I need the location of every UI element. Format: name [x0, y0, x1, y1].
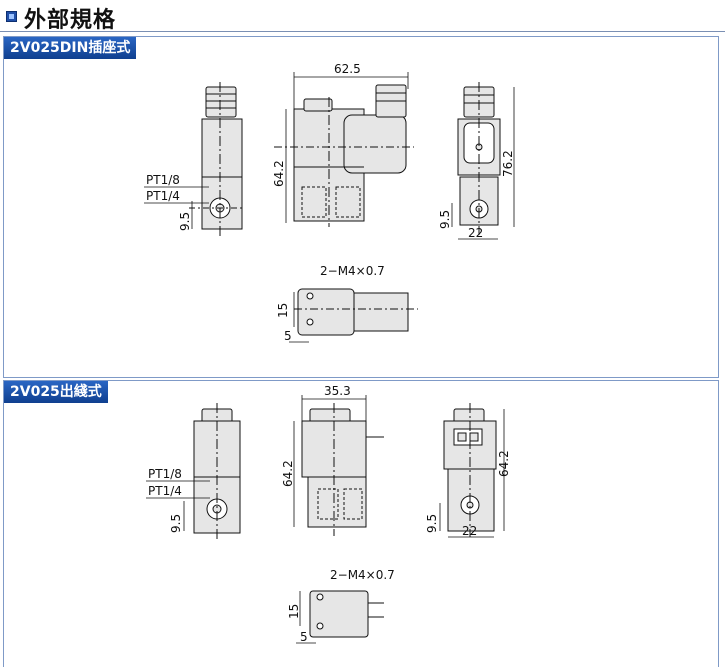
page-header: 外部規格	[0, 0, 725, 33]
section-tag: 2V025出綫式	[4, 381, 108, 403]
dim-width: 62.5	[334, 62, 361, 76]
port-label-upper: PT1/8	[148, 467, 182, 481]
dim-base-width: 22	[468, 226, 483, 240]
dim-port-height-side: 9.5	[438, 210, 452, 229]
bottom-view	[309, 590, 384, 638]
section-wire-lead: 2V025出綫式	[3, 380, 719, 667]
page-title: 外部規格	[24, 8, 117, 33]
right-view	[457, 82, 501, 235]
dim-height-side: 64.2	[497, 450, 511, 477]
din-socket-drawing: 62.5 64.2 76.2 9.5 9.5 22 PT1/8 PT1/4 2−…	[144, 62, 515, 343]
side-view	[301, 403, 384, 536]
section-din-socket: 2V025DIN插座式	[3, 36, 719, 378]
dim-port-height: 9.5	[178, 212, 192, 231]
front-view	[193, 403, 241, 541]
wire-lead-drawing: 35.3 64.2 64.2 9.5 9.5 22 PT1/8 PT1/4 2−…	[146, 384, 511, 644]
dim-mount-offset: 5	[284, 329, 292, 343]
mount-thread-label: 2−M4×0.7	[330, 568, 395, 582]
dim-height: 64.2	[281, 460, 295, 487]
dim-port-height: 9.5	[169, 514, 183, 533]
port-label-lower: PT1/4	[146, 189, 180, 203]
dim-height-side: 76.2	[501, 150, 515, 177]
port-label-lower: PT1/4	[148, 484, 182, 498]
right-view	[443, 403, 497, 537]
header-divider	[0, 31, 725, 32]
dim-mount-offset: 5	[300, 630, 308, 644]
dim-port-height-side: 9.5	[425, 514, 439, 533]
dim-base-width: 22	[462, 524, 477, 538]
square-bullet-icon	[6, 11, 17, 22]
bottom-view	[294, 288, 418, 336]
dim-mount-pitch: 15	[287, 604, 301, 619]
dim-mount-pitch: 15	[276, 303, 290, 318]
section-tag: 2V025DIN插座式	[4, 37, 137, 59]
mount-thread-label: 2−M4×0.7	[320, 264, 385, 278]
port-label-upper: PT1/8	[146, 173, 180, 187]
side-view	[274, 84, 414, 227]
dim-width: 35.3	[324, 384, 351, 398]
dim-height: 64.2	[272, 160, 286, 187]
front-view	[189, 82, 244, 237]
